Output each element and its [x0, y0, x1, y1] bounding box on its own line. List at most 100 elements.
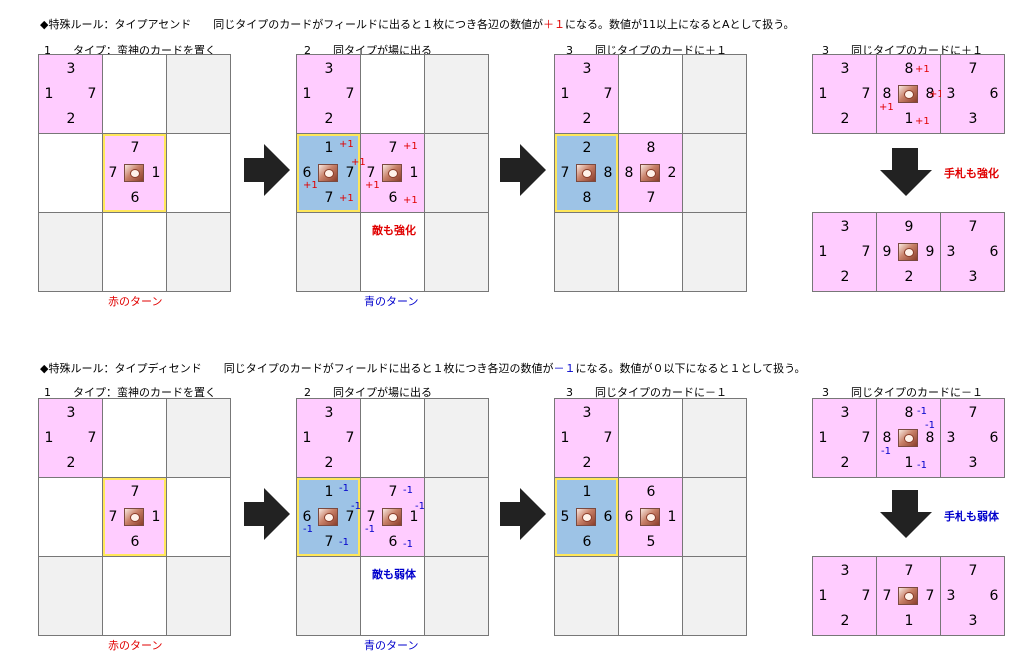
delta: -1 [339, 537, 349, 548]
delta: -1 [351, 501, 361, 512]
empty-cell [555, 213, 618, 291]
descend-step3-caption: 3 同じタイプのカードに－１ [566, 386, 727, 399]
empty-cell [425, 134, 488, 212]
empty-cell [167, 55, 230, 133]
card-art-icon [576, 508, 596, 526]
delta: -1 [403, 539, 413, 550]
empty-cell [361, 55, 424, 133]
empty-cell [425, 55, 488, 133]
empty-cell [39, 478, 102, 556]
descend-enemy-note: 敵も弱体 [372, 568, 416, 581]
delta: -1 [415, 501, 425, 512]
empty-cell [361, 213, 424, 291]
card-art-icon [898, 587, 918, 605]
empty-cell [361, 399, 424, 477]
ascend-blue-turn-label: 青のターン [364, 295, 419, 308]
card-art-icon [898, 243, 918, 261]
ascend-step3b-caption: 3 同じタイプのカードに＋１ [822, 44, 983, 57]
descend-step3b-caption: 3 同じタイプのカードに－１ [822, 386, 983, 399]
descend-step1-caption: 1 タイプ：蛮神のカードを置く [44, 386, 216, 399]
delta: +1 [929, 89, 944, 100]
ascend-enemy-note: 敵も強化 [372, 224, 416, 237]
card-art-icon [382, 508, 402, 526]
empty-cell [103, 55, 166, 133]
delta: +1 [403, 141, 418, 152]
empty-cell [167, 557, 230, 635]
card-art-icon [382, 164, 402, 182]
empty-cell [555, 557, 618, 635]
descend-blue-turn-label: 青のターン [364, 639, 419, 652]
empty-cell [39, 557, 102, 635]
empty-cell [103, 213, 166, 291]
empty-cell [619, 55, 682, 133]
card-art-icon [898, 85, 918, 103]
empty-cell [425, 399, 488, 477]
ascend-step3-caption: 3 同じタイプのカードに＋１ [566, 44, 727, 57]
empty-cell [39, 213, 102, 291]
delta: -1 [881, 446, 891, 457]
empty-cell [683, 478, 746, 556]
empty-cell [297, 213, 360, 291]
empty-cell [167, 213, 230, 291]
descend-red-turn-label: 赤のターン [108, 639, 163, 652]
empty-cell [425, 557, 488, 635]
empty-cell [619, 399, 682, 477]
delta: -1 [917, 460, 927, 471]
delta: +1 [915, 116, 930, 127]
empty-cell [297, 557, 360, 635]
delta: +1 [879, 102, 894, 113]
empty-cell [683, 557, 746, 635]
ascend-step2-caption: 2 同タイプが場に出る [304, 44, 432, 57]
delta: -1 [365, 524, 375, 535]
delta: -1 [339, 483, 349, 494]
card-art-icon [318, 508, 338, 526]
card-art-icon [318, 164, 338, 182]
card-art-icon [124, 164, 144, 182]
delta: +1 [339, 193, 354, 204]
empty-cell [167, 134, 230, 212]
empty-cell [683, 213, 746, 291]
delta: -1 [925, 420, 935, 431]
empty-cell [683, 55, 746, 133]
empty-cell [39, 134, 102, 212]
delta: -1 [403, 485, 413, 496]
ascend-hand-note: 手札も強化 [944, 167, 999, 180]
card-art-icon [576, 164, 596, 182]
delta: +1 [351, 157, 366, 168]
card-art-icon [640, 164, 660, 182]
empty-cell [683, 399, 746, 477]
descend-step2-caption: 2 同タイプが場に出る [304, 386, 432, 399]
delta: +1 [303, 180, 318, 191]
empty-cell [103, 399, 166, 477]
empty-cell [425, 213, 488, 291]
descend-hand-note: 手札も弱体 [944, 510, 999, 523]
